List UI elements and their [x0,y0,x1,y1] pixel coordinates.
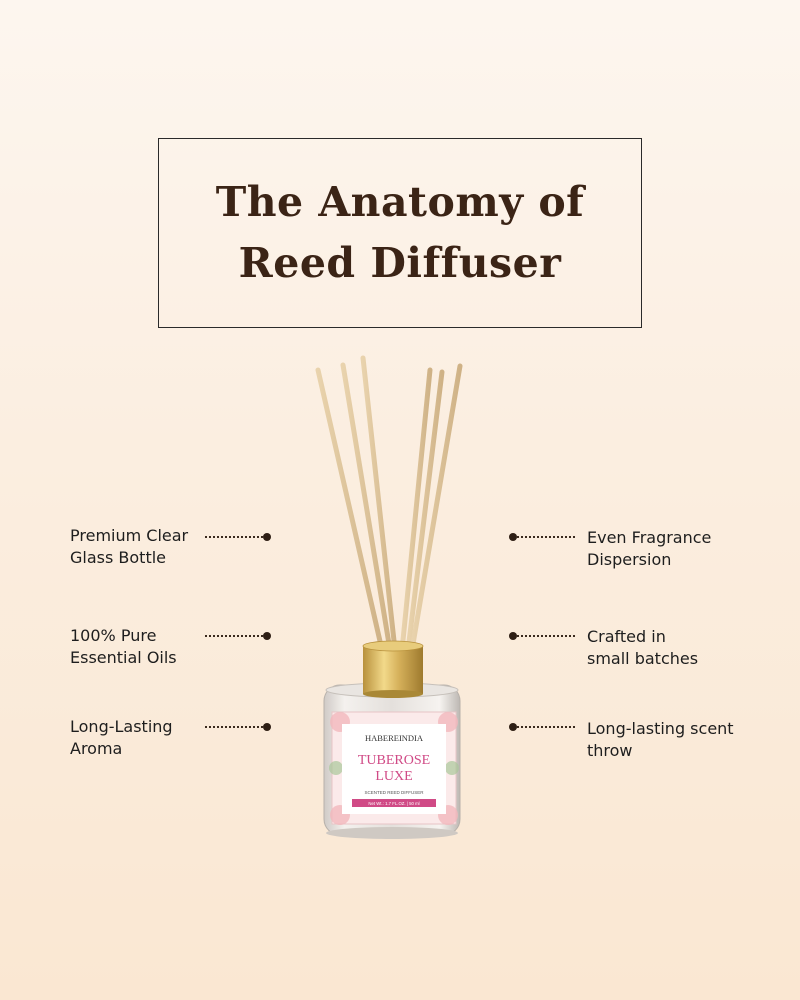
product-name-line1: TUBEROSE [358,753,430,768]
feature-label-line1: Even Fragrance [587,528,712,547]
leader-line [205,632,271,640]
feature-label-line2: Dispersion [587,550,672,569]
product-label: HABEREINDIA TUBEROSE LUXE SCENTED REED D… [329,711,459,825]
leader-line [205,723,271,731]
feature-label-line2: small batches [587,649,699,668]
feature-label-line1: Premium Clear [70,526,189,545]
reed-diffuser-image: HABEREINDIA TUBEROSE LUXE SCENTED REED D… [315,355,463,839]
brand-text: HABEREINDIA [365,733,424,743]
title-frame: The Anatomy of Reed Diffuser [158,138,642,328]
feature-glass-bottle: Premium Clear Glass Bottle [70,525,290,569]
feature-label-line2: Glass Bottle [70,548,167,567]
leader-line [205,533,271,541]
product-type: SCENTED REED DIFFUSER [364,790,424,795]
feature-label-line2: throw [587,741,633,760]
reed-sticks [315,355,463,653]
gold-cap [362,640,424,698]
title-line-2: Reed Diffuser [238,239,562,287]
feature-long-lasting-aroma: Long-Lasting Aroma [70,716,290,760]
feature-fragrance-dispersion: Even Fragrance Dispersion [587,527,800,571]
feature-essential-oils: 100% Pure Essential Oils [70,625,290,669]
feature-label-line2: Aroma [70,739,123,758]
feature-label-line1: 100% Pure [70,626,157,645]
feature-label-line1: Long-Lasting [70,717,173,736]
feature-label-line1: Long-lasting scent [587,719,734,738]
leader-line [509,533,575,541]
leader-line [509,632,575,640]
net-weight: Net Wt.: 1.7 FL.OZ. | 50 ml [368,801,419,806]
feature-scent-throw: Long-lasting scent throw [587,718,800,762]
feature-small-batches: Crafted in small batches [587,626,800,670]
leader-line [509,723,575,731]
feature-label-line2: Essential Oils [70,648,177,667]
title-line-1: The Anatomy of [215,178,585,226]
feature-label-line1: Crafted in [587,627,666,646]
product-name-line2: LUXE [375,769,412,784]
